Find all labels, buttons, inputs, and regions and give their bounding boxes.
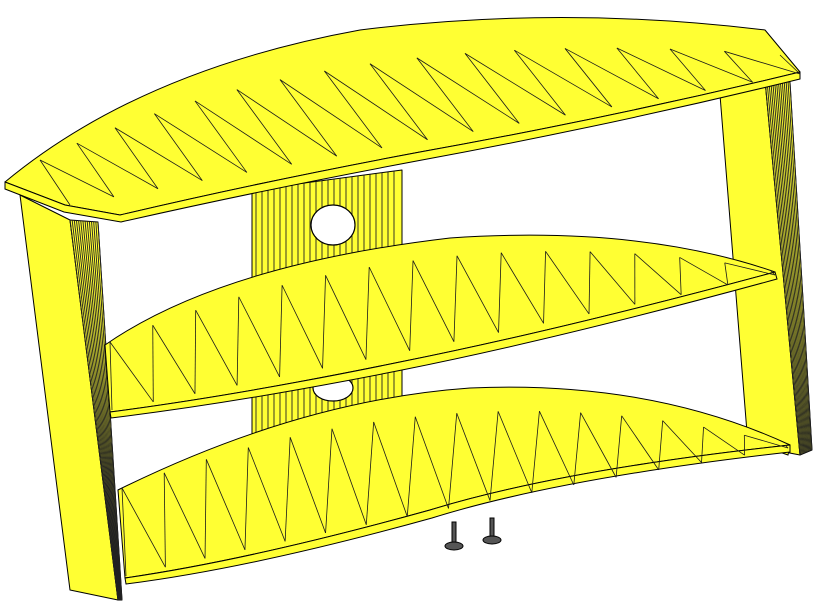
cable-hole-upper xyxy=(310,204,356,246)
top-shelf-facets xyxy=(39,47,801,206)
bolts xyxy=(444,517,502,551)
bottom-shelf-facets xyxy=(121,411,789,577)
middle-shelf xyxy=(104,234,778,419)
left-leg xyxy=(19,194,123,601)
right-leg-shading xyxy=(764,79,813,456)
top-shelf xyxy=(4,17,801,223)
middle-shelf-facets xyxy=(109,251,776,411)
bottom-shelf xyxy=(117,386,791,585)
